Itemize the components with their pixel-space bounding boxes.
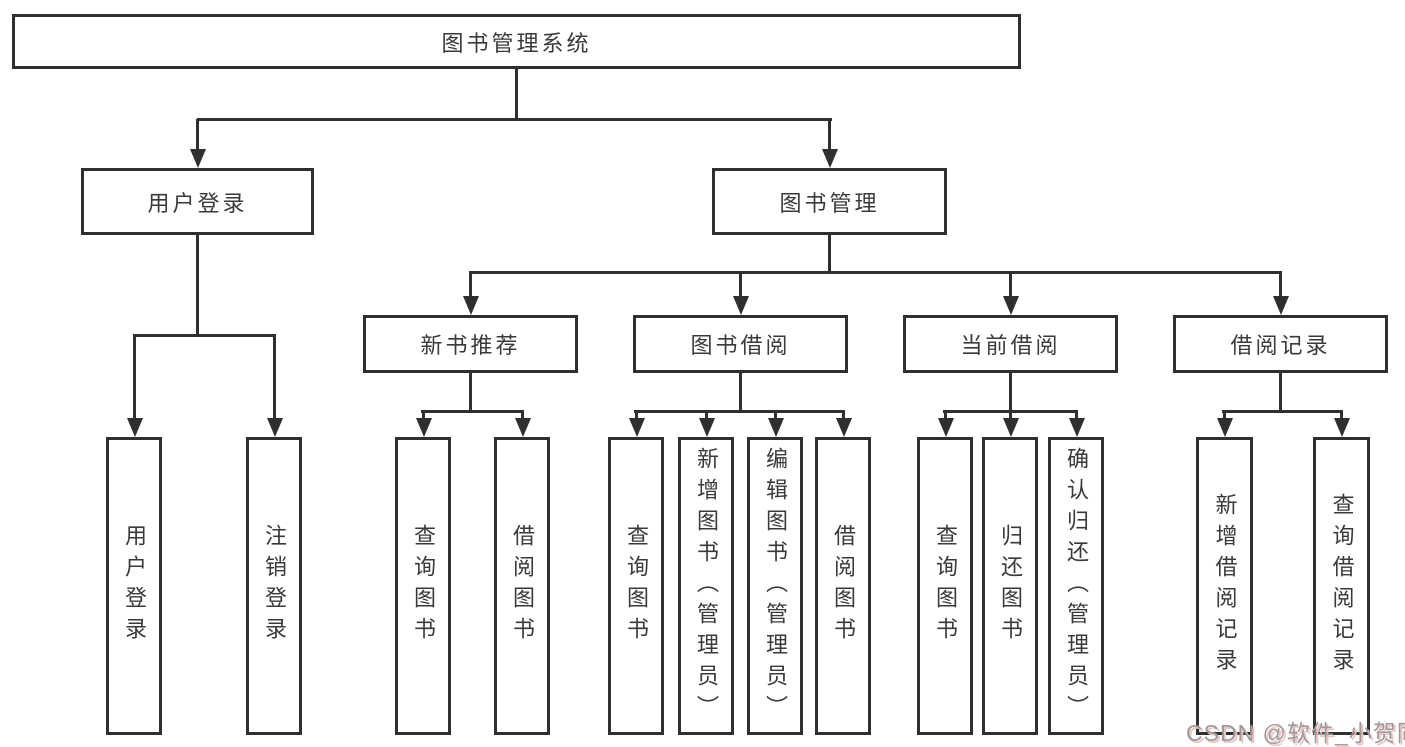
node-root-label: 图书管理系统: [441, 30, 592, 56]
arrow-to-borrowing-records: [1272, 272, 1289, 315]
arrow-to-leaf-query-books-3: [937, 411, 954, 437]
leaf-query-borrow-record-label: 查询借阅记录: [1329, 493, 1355, 679]
leaf-query-books-2-label: 查询图书: [624, 524, 649, 648]
csdn-watermark-text: CSDN @软件_小贺同学: [1186, 720, 1405, 746]
node-root: 图书管理系统: [12, 14, 1021, 69]
leaf-user-login: 用户登录: [106, 437, 162, 735]
leaf-query-books-3-label: 查询图书: [933, 524, 958, 648]
arrow-to-leaf-add-borrow-record: [1216, 411, 1233, 437]
node-book-borrowing-label: 图书借阅: [690, 333, 791, 358]
connector-book-management-bus: [469, 271, 1282, 274]
arrow-to-leaf-query-books-1: [415, 411, 432, 437]
arrow-to-book-management: [821, 119, 838, 168]
leaf-borrow-books-2-label: 借阅图书: [831, 524, 856, 648]
leaf-edit-book-admin-label: 编辑图书（管理员）: [763, 446, 788, 726]
leaf-edit-book-admin: 编辑图书（管理员）: [747, 437, 803, 735]
arrow-to-leaf-return-books: [1002, 411, 1019, 437]
leaf-borrow-books-1: 借阅图书: [494, 437, 550, 735]
arrow-to-leaf-add-book: [698, 411, 715, 437]
connector-root-bus: [197, 118, 832, 121]
node-user-login: 用户登录: [81, 168, 314, 235]
node-current-borrowing: 当前借阅: [903, 315, 1118, 373]
leaf-query-books-1-label: 查询图书: [411, 524, 436, 648]
node-borrowing-records-label: 借阅记录: [1230, 333, 1331, 358]
leaf-add-book-admin: 新增图书（管理员）: [678, 437, 734, 735]
connector-borrowing-records-bus: [1222, 410, 1343, 413]
leaf-logout: 注销登录: [246, 437, 302, 735]
arrow-to-user-login: [189, 119, 206, 168]
connector-book-borrowing-stem: [739, 373, 742, 413]
arrow-to-leaf-confirm-return: [1068, 411, 1085, 437]
csdn-watermark: CSDN @软件_小贺同学: [1186, 714, 1405, 747]
node-new-book-recommendation: 新书推荐: [363, 315, 578, 373]
node-book-management-label: 图书管理: [779, 190, 880, 216]
leaf-user-login-label: 用户登录: [122, 524, 147, 648]
leaf-query-books-3: 查询图书: [917, 437, 973, 735]
node-book-borrowing: 图书借阅: [633, 315, 848, 373]
leaf-query-books-1: 查询图书: [395, 437, 451, 735]
arrow-to-leaf-query-borrow-record: [1333, 411, 1350, 437]
arrow-to-leaf-logout: [266, 335, 283, 437]
arrow-to-leaf-edit-book: [767, 411, 784, 437]
leaf-borrow-books-1-label: 借阅图书: [510, 524, 535, 648]
connector-user-login-stem: [196, 235, 199, 336]
leaf-confirm-return-admin: 确认归还（管理员）: [1048, 437, 1104, 735]
arrow-to-leaf-user-login: [126, 335, 143, 437]
connector-root-stem: [515, 69, 518, 121]
connector-user-login-bus: [133, 334, 276, 337]
connector-book-management-stem: [828, 235, 831, 274]
leaf-add-borrow-record: 新增借阅记录: [1196, 437, 1253, 735]
leaf-logout-label: 注销登录: [262, 524, 287, 648]
connector-new-book-recommendation-stem: [469, 373, 472, 413]
connector-book-borrowing-bus: [634, 410, 845, 413]
leaf-borrow-books-2: 借阅图书: [815, 437, 871, 735]
arrow-to-book-borrowing: [732, 272, 749, 315]
leaf-add-book-admin-label: 新增图书（管理员）: [694, 446, 719, 726]
connector-new-book-recommendation-bus: [421, 410, 524, 413]
node-borrowing-records: 借阅记录: [1173, 315, 1388, 373]
leaf-query-borrow-record: 查询借阅记录: [1313, 437, 1370, 735]
node-book-management: 图书管理: [712, 168, 947, 235]
arrow-to-leaf-query-books-2: [628, 411, 645, 437]
leaf-query-books-2: 查询图书: [608, 437, 664, 735]
connector-borrowing-records-stem: [1279, 373, 1282, 413]
arrow-to-leaf-borrow-books-2: [835, 411, 852, 437]
arrow-to-current-borrowing: [1002, 272, 1019, 315]
node-new-book-recommendation-label: 新书推荐: [420, 333, 521, 358]
leaf-confirm-return-admin-label: 确认归还（管理员）: [1064, 446, 1089, 726]
node-user-login-label: 用户登录: [147, 190, 248, 216]
node-current-borrowing-label: 当前借阅: [960, 333, 1061, 358]
connector-current-borrowing-stem: [1009, 373, 1012, 413]
leaf-return-books-label: 归还图书: [998, 524, 1023, 648]
leaf-add-borrow-record-label: 新增借阅记录: [1212, 493, 1238, 679]
leaf-return-books: 归还图书: [982, 437, 1038, 735]
arrow-to-leaf-borrow-books-1: [514, 411, 531, 437]
arrow-to-new-book-recommendation: [462, 272, 479, 315]
